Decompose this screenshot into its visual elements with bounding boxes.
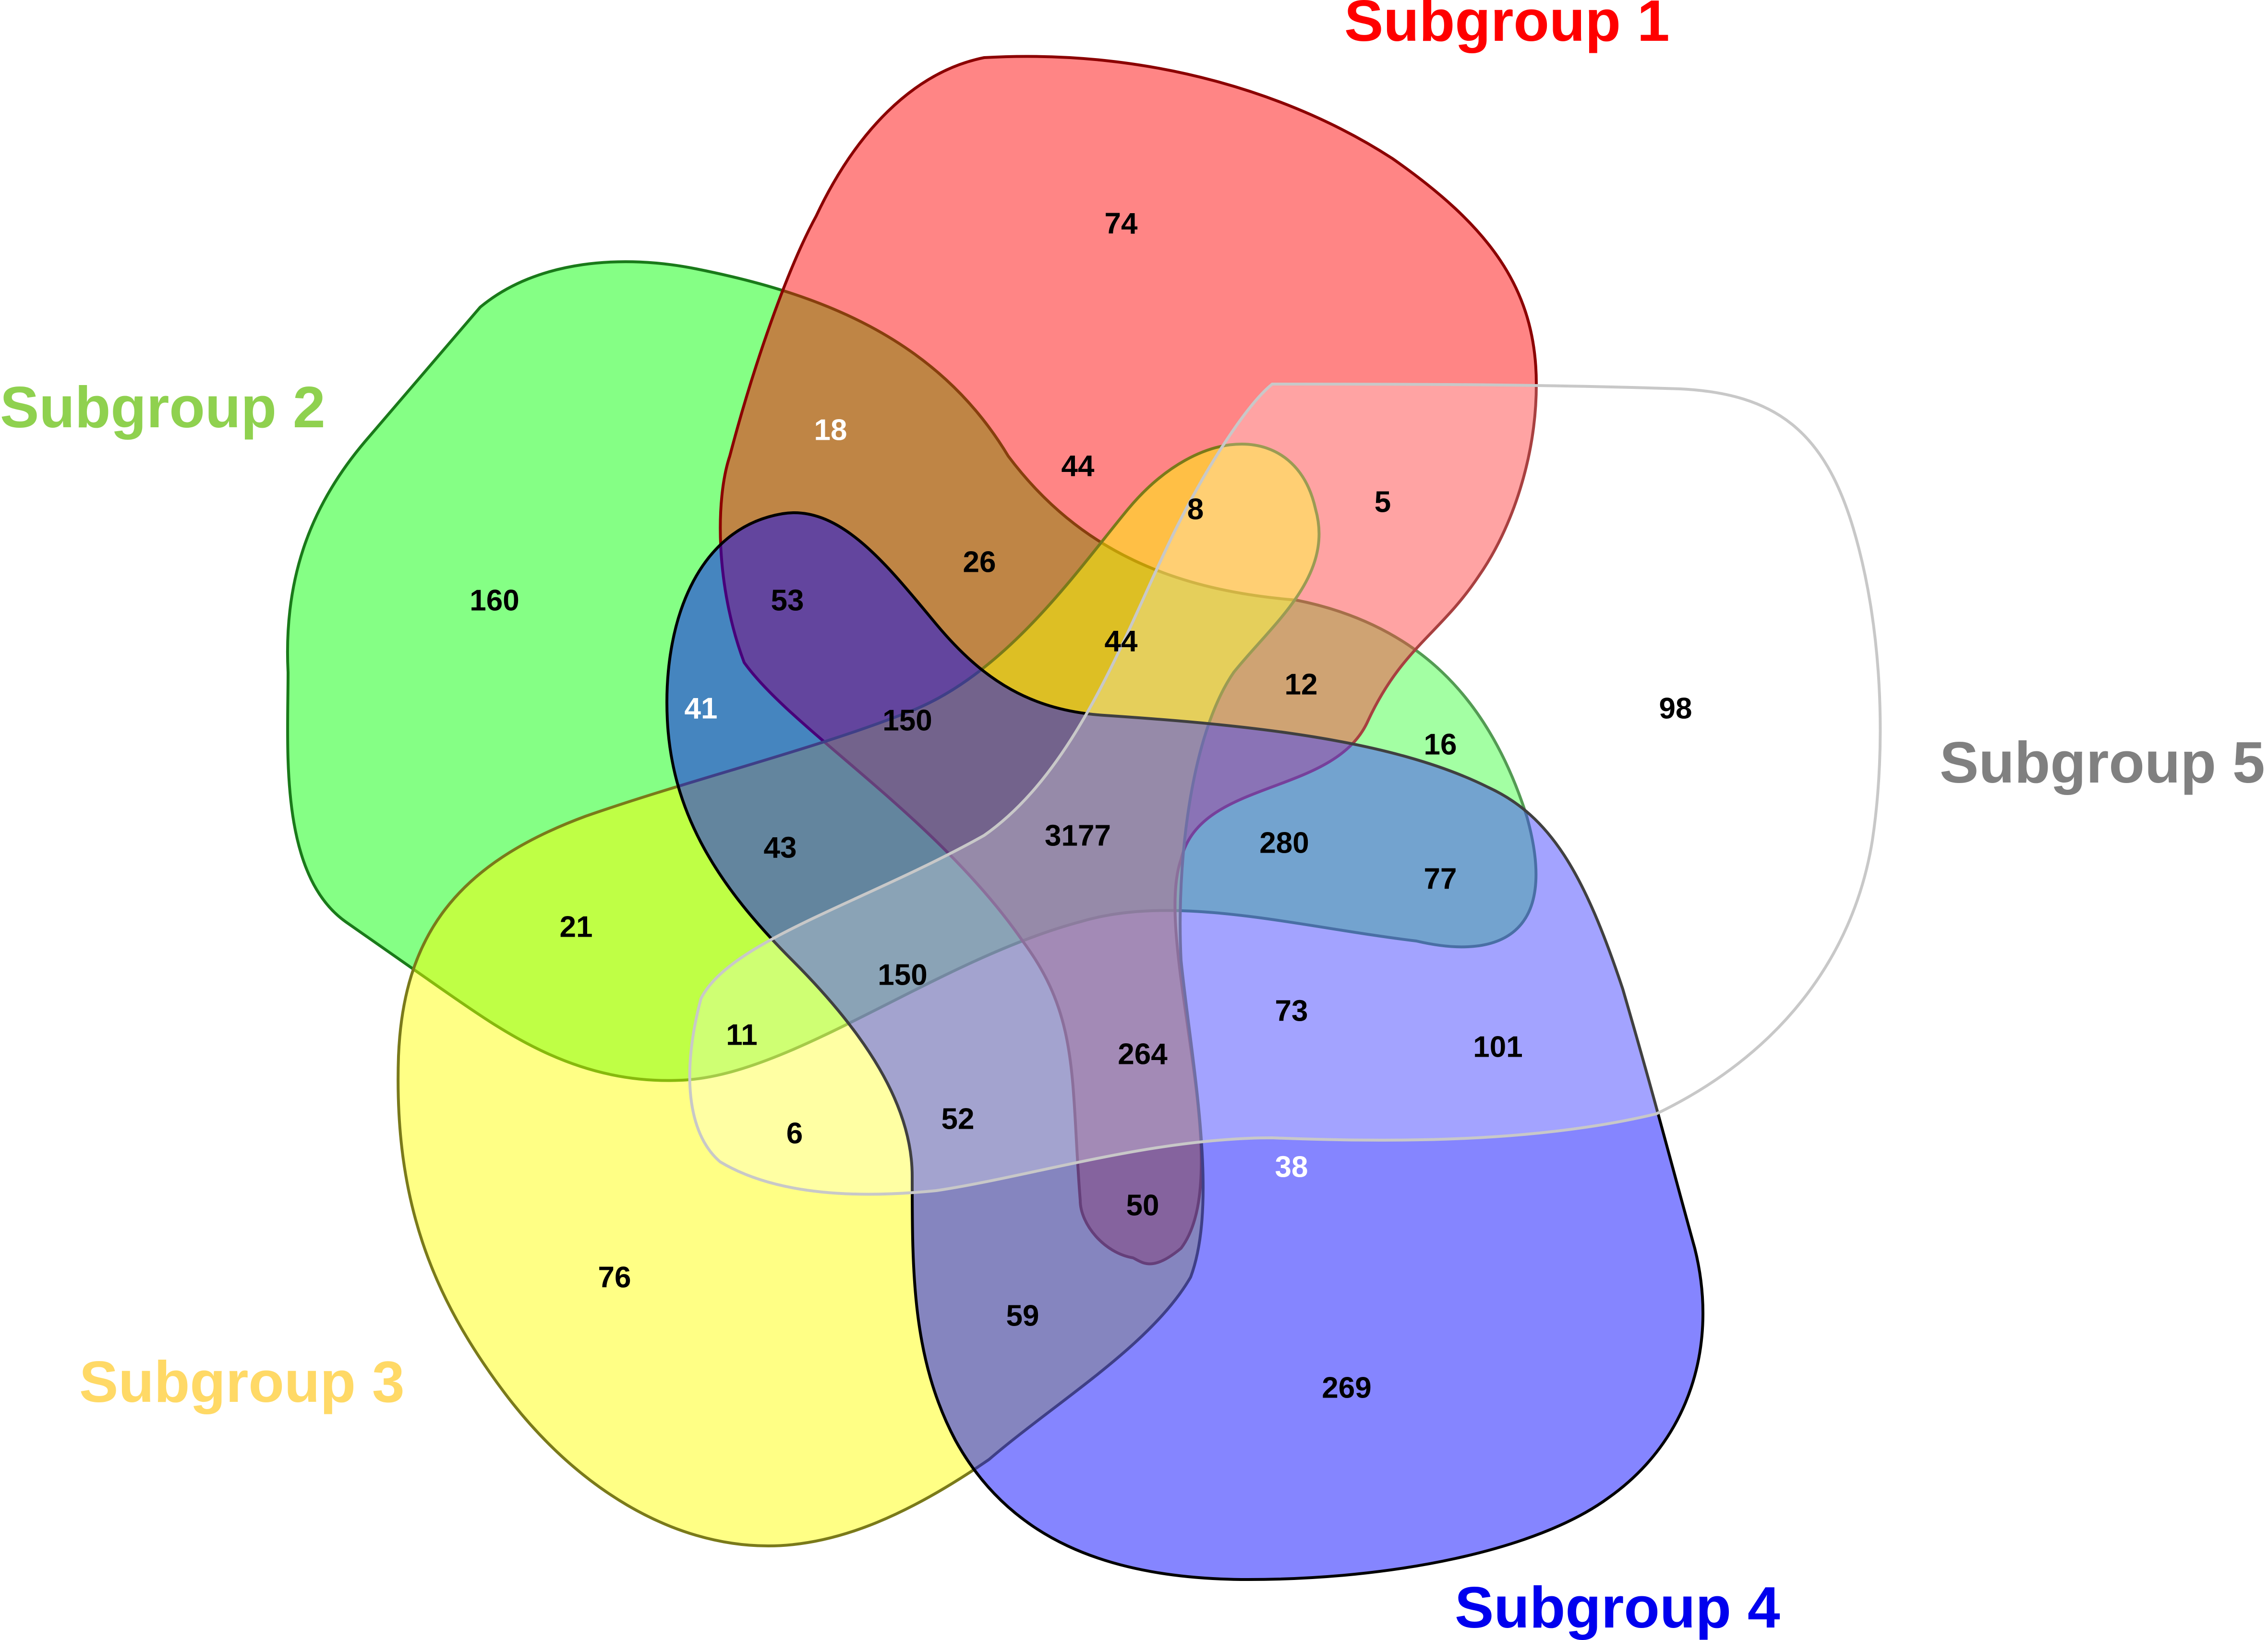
region-count: 18 — [814, 413, 847, 446]
region-count: 41 — [685, 692, 718, 725]
region-count: 264 — [1118, 1037, 1168, 1071]
region-count: 76 — [598, 1261, 631, 1294]
subgroup-2-shape — [286, 260, 1538, 1082]
region-counts: 74 18 44 8 5 160 53 26 44 12 41 150 16 9… — [470, 207, 1692, 1404]
region-count: 150 — [882, 704, 932, 737]
region-count: 59 — [1006, 1299, 1039, 1332]
region-count: 16 — [1424, 728, 1457, 761]
region-count: 98 — [1659, 692, 1692, 725]
region-count: 280 — [1259, 826, 1309, 859]
region-count: 8 — [1187, 493, 1204, 526]
region-count: 38 — [1275, 1150, 1308, 1183]
subgroup-3-label: Subgroup 3 — [79, 1349, 405, 1414]
region-count: 44 — [1105, 625, 1138, 658]
set-shapes — [286, 55, 1882, 1581]
subgroup-5-shape — [688, 382, 1882, 1196]
region-count: 160 — [470, 584, 519, 617]
region-count: 11 — [726, 1018, 758, 1051]
subgroup-4-label: Subgroup 4 — [1455, 1575, 1780, 1640]
subgroup-1-shape — [719, 55, 1538, 1266]
region-count: 44 — [1062, 449, 1095, 482]
region-count: 77 — [1424, 862, 1457, 895]
region-count: 50 — [1126, 1189, 1159, 1222]
region-count: 21 — [560, 910, 593, 943]
region-count: 101 — [1473, 1030, 1522, 1063]
region-count: 150 — [878, 958, 927, 991]
region-count: 3177 — [1045, 819, 1111, 852]
region-count: 5 — [1375, 485, 1391, 519]
region-count: 269 — [1322, 1371, 1371, 1404]
subgroup-4-shape — [665, 511, 1704, 1581]
region-count: 73 — [1275, 994, 1308, 1027]
region-count: 12 — [1285, 668, 1318, 701]
region-count: 43 — [764, 831, 797, 864]
region-count: 26 — [963, 545, 996, 579]
region-count: 52 — [941, 1102, 975, 1135]
region-count: 6 — [786, 1117, 803, 1150]
subgroup-3-shape — [397, 443, 1321, 1548]
subgroup-2-label: Subgroup 2 — [0, 374, 326, 440]
region-count: 74 — [1105, 207, 1138, 240]
subgroup-1-label: Subgroup 1 — [1344, 0, 1670, 53]
subgroup-5-label: Subgroup 5 — [1940, 730, 2265, 795]
region-count: 53 — [771, 584, 804, 617]
